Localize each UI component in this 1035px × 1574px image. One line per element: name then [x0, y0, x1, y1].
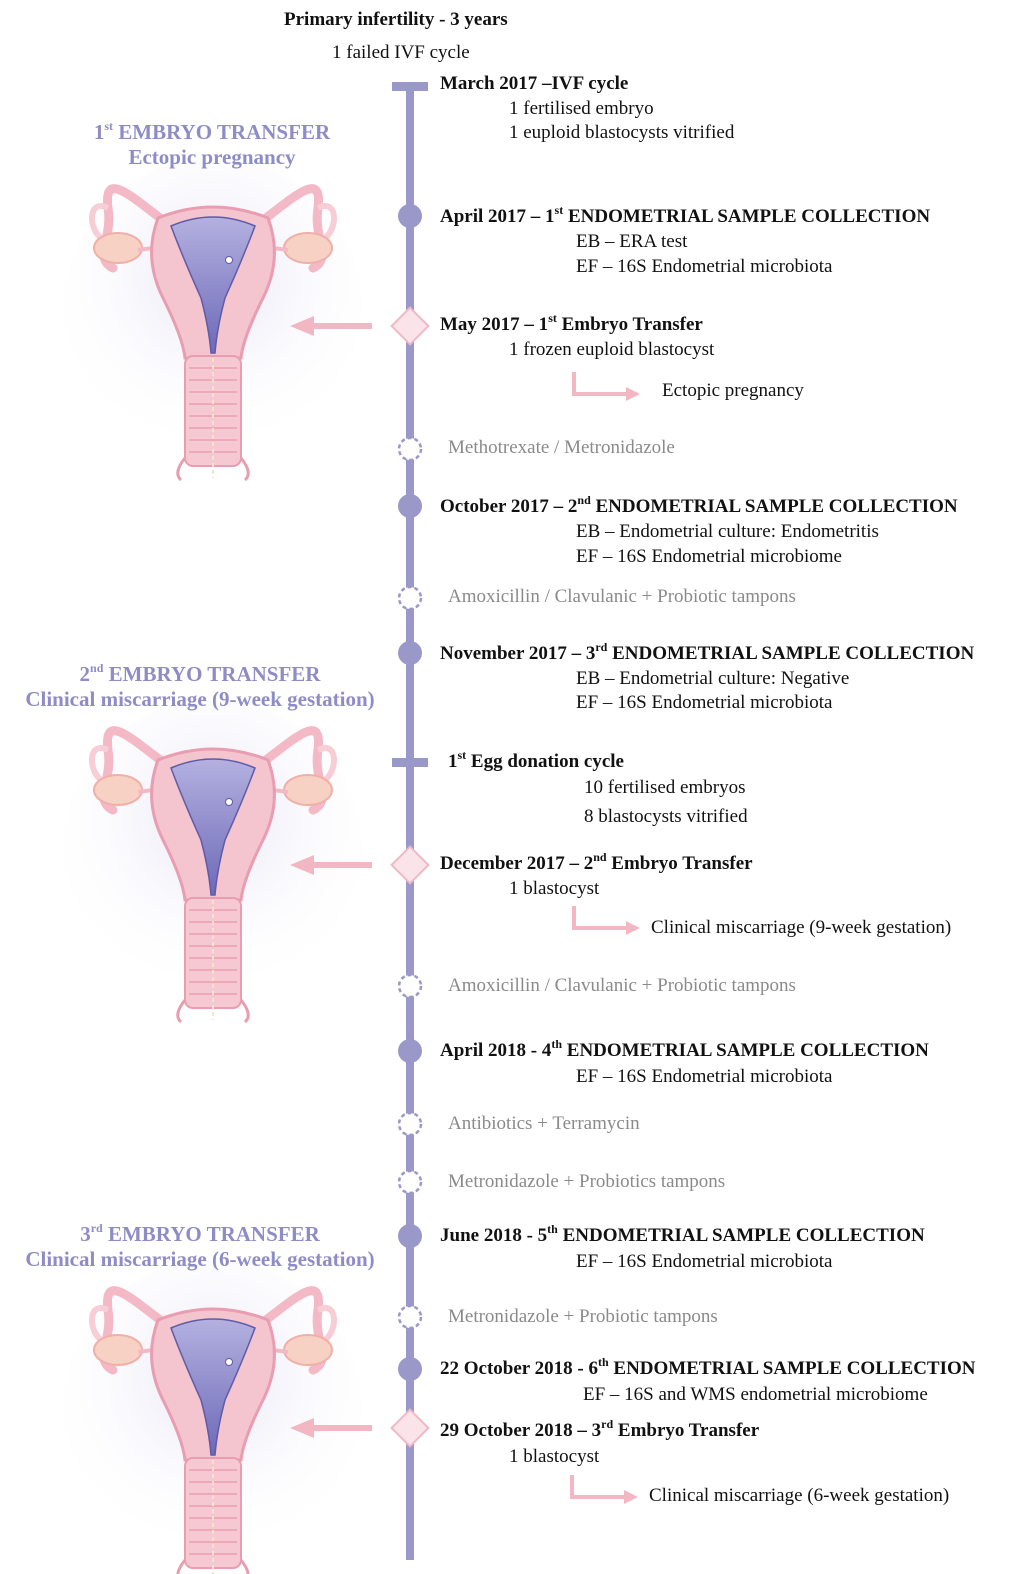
event-egg-donation-title: 1st Egg donation cycle	[448, 751, 624, 773]
event-transfer-1-line: 1 frozen euploid blastocyst	[509, 339, 714, 361]
event-egg-donation-line: 8 blastocysts vitrified	[584, 806, 748, 828]
event-ivf-line: 1 euploid blastocysts vitrified	[509, 122, 734, 144]
cycle-bar-marker	[392, 82, 428, 91]
event-sample-1-title: April 2017 – 1st ENDOMETRIAL SAMPLE COLL…	[440, 206, 930, 228]
event-sample-1-line: EF – 16S Endometrial microbiota	[576, 256, 832, 278]
event-sample-5-line: EF – 16S Endometrial microbiota	[576, 1251, 832, 1273]
event-sample-6-line: EF – 16S and WMS endometrial microbiome	[583, 1384, 928, 1406]
treatment-5: Metronidazole + Probiotics tampons	[448, 1171, 725, 1193]
event-sample-2-line: EB – Endometrial culture: Endometritis	[576, 521, 879, 543]
page-subtitle: 1 failed IVF cycle	[332, 42, 470, 64]
event-sample-2-title: October 2017 – 2nd ENDOMETRIAL SAMPLE CO…	[440, 496, 958, 518]
event-egg-donation-line: 10 fertilised embryos	[584, 777, 745, 799]
event-ivf-line: 1 fertilised embryo	[509, 98, 654, 120]
event-transfer-1-outcome: Ectopic pregnancy	[662, 380, 804, 402]
uterus-illustration	[63, 158, 363, 480]
transfer-label-1: 1st EMBRYO TRANSFER Ectopic pregnancy	[12, 120, 412, 170]
event-sample-3-line: EB – Endometrial culture: Negative	[576, 668, 849, 690]
event-sample-2-line: EF – 16S Endometrial microbiome	[576, 546, 842, 568]
event-sample-3-title: November 2017 – 3rd ENDOMETRIAL SAMPLE C…	[440, 643, 974, 665]
event-sample-4-line: EF – 16S Endometrial microbiota	[576, 1066, 832, 1088]
treatment-4: Antibiotics + Terramycin	[448, 1113, 640, 1135]
transfer-label-2: 2nd EMBRYO TRANSFER Clinical miscarriage…	[0, 662, 400, 712]
event-sample-4-title: April 2018 - 4th ENDOMETRIAL SAMPLE COLL…	[440, 1040, 929, 1062]
event-ivf-title: March 2017 –IVF cycle	[440, 73, 628, 95]
treatment-1: Methotrexate / Metronidazole	[448, 437, 675, 459]
uterus-illustration	[63, 1260, 363, 1574]
event-transfer-2-title: December 2017 – 2nd Embryo Transfer	[440, 853, 753, 875]
treatment-6: Metronidazole + Probiotic tampons	[448, 1306, 718, 1328]
uterus-illustration	[63, 700, 363, 1022]
event-transfer-3-title: 29 October 2018 – 3rd Embryo Transfer	[440, 1420, 759, 1442]
transfer-label-3: 3rd EMBRYO TRANSFER Clinical miscarriage…	[0, 1222, 400, 1272]
event-transfer-1-title: May 2017 – 1st Embryo Transfer	[440, 314, 703, 336]
treatment-2: Amoxicillin / Clavulanic + Probiotic tam…	[448, 586, 796, 608]
event-transfer-3-line: 1 blastocyst	[509, 1446, 599, 1468]
cycle-bar-marker	[392, 758, 428, 767]
event-sample-6-title: 22 October 2018 - 6th ENDOMETRIAL SAMPLE…	[440, 1358, 976, 1380]
event-sample-1-line: EB – ERA test	[576, 231, 687, 253]
event-transfer-2-outcome: Clinical miscarriage (9-week gestation)	[651, 917, 951, 939]
event-transfer-3-outcome: Clinical miscarriage (6-week gestation)	[649, 1485, 949, 1507]
page-title: Primary infertility - 3 years	[284, 9, 508, 31]
event-sample-3-line: EF – 16S Endometrial microbiota	[576, 692, 832, 714]
event-transfer-2-line: 1 blastocyst	[509, 878, 599, 900]
event-sample-5-title: June 2018 - 5th ENDOMETRIAL SAMPLE COLLE…	[440, 1225, 925, 1247]
treatment-3: Amoxicillin / Clavulanic + Probiotic tam…	[448, 975, 796, 997]
